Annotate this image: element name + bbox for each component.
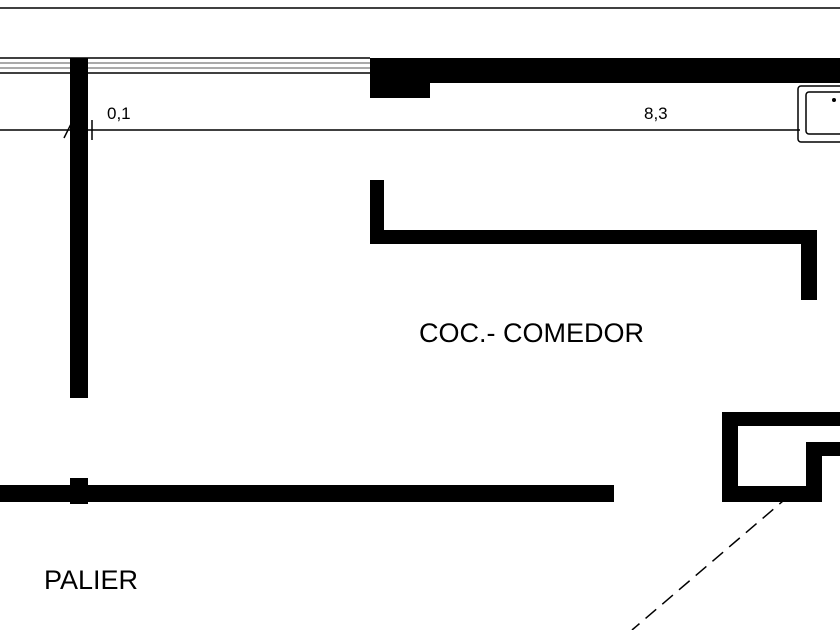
dimension-line [0,120,800,140]
wall-top-right [370,58,840,83]
room-label-kitchen-dining: COC.- COMEDOR [419,318,644,348]
wall-vertical-left [70,58,88,398]
dimension-left: 0,1 [107,104,131,123]
room-label-landing: PALIER [44,565,138,595]
window-left [0,57,370,74]
counter-wall-right [801,230,817,300]
dimension-right: 8,3 [644,104,668,123]
wall-horizontal-bottom [0,485,614,502]
counter-wall-left [370,180,384,244]
counter-wall-bottom [370,230,817,244]
wall-pier-right [722,412,840,502]
door-swing [631,494,791,630]
wall-top-notch [370,58,430,98]
sink [797,85,840,143]
